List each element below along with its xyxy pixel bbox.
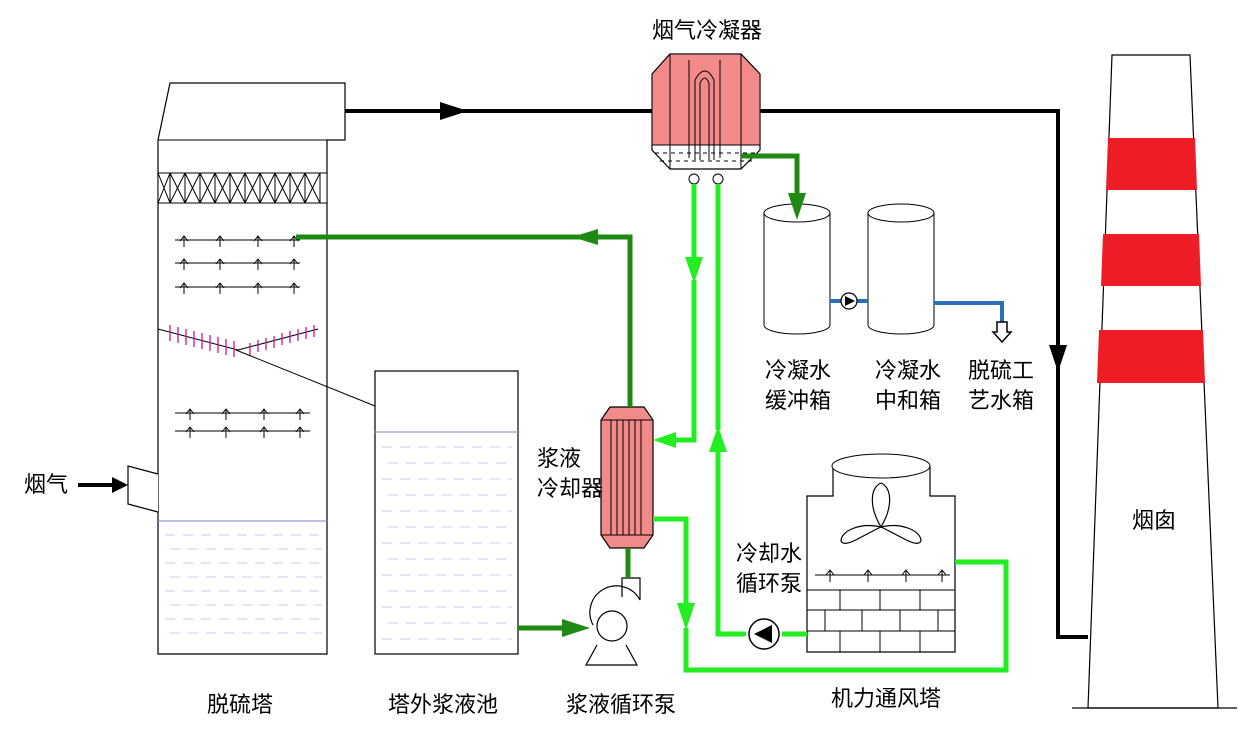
flue-gas-inlet-label: 烟气: [24, 473, 69, 498]
condensate-neutralization-tank-label: 冷凝水 中和箱: [875, 357, 941, 417]
external-slurry-pool: [374, 370, 519, 655]
fan-icon: [840, 482, 922, 544]
condensate-buffer-tank-label: 冷凝水 缓冲箱: [765, 357, 831, 417]
flue-gas-condenser: [651, 53, 761, 185]
chimney: [1072, 54, 1237, 709]
mechanical-draft-tower: [806, 453, 956, 653]
condensate-buffer-tank: [763, 203, 831, 335]
flue-gas-inlet-arrow: [78, 477, 128, 493]
condensate-neutralization-tank-label-line1: 冷凝水: [875, 359, 942, 384]
cooling-water-pump-label-line1: 冷却水: [736, 542, 803, 567]
external-slurry-pool-label: 塔外浆液池: [388, 693, 499, 718]
flue-gas-pipe: [345, 102, 1088, 639]
cooling-water-pump-label-line2: 循环泵: [736, 572, 803, 597]
desulfurization-process-water-tank-label: 脱硫工 艺水箱: [968, 357, 1034, 417]
chimney-label: 烟囱: [1132, 509, 1177, 534]
desulfurization-process-water-tank-label-line2: 艺水箱: [968, 389, 1035, 414]
flue-gas-condenser-label: 烟气冷凝器: [652, 19, 763, 44]
condensate-neutralization-tank-label-line2: 中和箱: [875, 389, 942, 414]
spray-header-upper: [175, 235, 300, 294]
condensate-transfer-pipe: [830, 292, 1013, 344]
slurry-pipe: [296, 229, 633, 637]
collection-tray: [157, 325, 376, 407]
slurry-circulation-pump-label: 浆液循环泵: [566, 693, 677, 718]
desulfurization-tower-label: 脱硫塔: [207, 693, 274, 718]
condensate-neutralization-tank: [867, 203, 935, 335]
desulfurization-tower: [127, 82, 376, 655]
slurry-cooler-label: 浆液 冷却器: [537, 445, 603, 505]
demister-packing: [157, 172, 328, 204]
condensate-buffer-tank-label-line2: 缓冲箱: [765, 389, 832, 414]
tower-liquid: [165, 534, 322, 634]
slurry-cooler-label-line2: 冷却器: [537, 477, 604, 502]
slurry-circulation-pump: [584, 577, 641, 666]
slurry-cooler-label-line1: 浆液: [537, 447, 582, 472]
slurry-cooler: [600, 406, 654, 549]
cooling-water-pipe: [653, 184, 1009, 673]
condensate-drain-pipe: [741, 153, 806, 220]
cooling-water-pump-label: 冷却水 循环泵: [736, 540, 802, 600]
condensate-buffer-tank-label-line1: 冷凝水: [765, 359, 832, 384]
spray-header-lower: [175, 408, 310, 438]
desulfurization-process-water-tank-label-line1: 脱硫工: [968, 359, 1035, 384]
mechanical-draft-tower-label: 机力通风塔: [831, 687, 942, 712]
